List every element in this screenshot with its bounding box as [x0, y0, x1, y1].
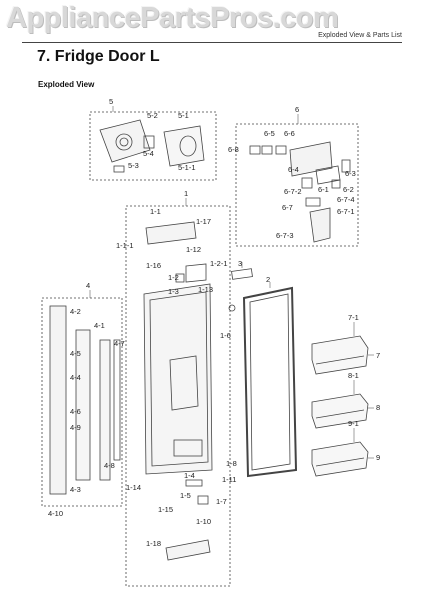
part-1-6: [228, 304, 236, 312]
header-text: Exploded View & Parts List: [318, 32, 402, 39]
label-1-1-1: 1-1-1: [116, 241, 134, 250]
label-6-1: 6-1: [318, 185, 329, 194]
label-4-8: 4-8: [104, 461, 115, 470]
label-4-5: 4-5: [70, 349, 81, 358]
watermark: AppliancePartsPros.com: [6, 2, 339, 34]
group-5-box: [89, 111, 217, 181]
part-5-module: [99, 119, 205, 173]
callout-labels: 5 5-2 5-1 5-4 5-1-1 5-3 6 6-5 6-6 6-8 6-…: [48, 97, 380, 548]
label-1-14: 1-14: [126, 483, 141, 492]
part-4-rails: [49, 305, 121, 495]
label-4-7: 4-7: [114, 339, 125, 348]
part-3: [231, 268, 253, 280]
label-1-4: 1-4: [184, 471, 195, 480]
label-1-6: 1-6: [220, 331, 231, 340]
bin-8: [311, 393, 369, 429]
bin-9: [311, 441, 369, 477]
label-1-5: 1-5: [180, 491, 191, 500]
label-6-7-2: 6-7-2: [284, 187, 302, 196]
label-6-7: 6-7: [282, 203, 293, 212]
label-6-2: 6-2: [343, 185, 354, 194]
label-4-1: 4-1: [94, 321, 105, 330]
label-1: 1: [184, 189, 188, 198]
label-1-18: 1-18: [146, 539, 161, 548]
label-5: 5: [109, 97, 113, 106]
label-6-7-1: 6-7-1: [337, 207, 355, 216]
bin-7: [311, 335, 369, 375]
label-1-2: 1-2: [168, 273, 179, 282]
label-1-10: 1-10: [196, 517, 211, 526]
label-1-16: 1-16: [146, 261, 161, 270]
label-7: 7: [376, 351, 380, 360]
label-4: 4: [86, 281, 90, 290]
label-9: 9: [376, 453, 380, 462]
label-1-12: 1-12: [186, 245, 201, 254]
part-1-door: [143, 221, 213, 561]
label-4-3: 4-3: [70, 485, 81, 494]
label-6-4: 6-4: [288, 165, 299, 174]
label-6: 6: [295, 105, 299, 114]
label-1-15: 1-15: [158, 505, 173, 514]
group-6-box: [235, 123, 359, 247]
group-1-box: [125, 205, 231, 587]
label-8-1: 8-1: [348, 371, 359, 380]
label-5-2: 5-2: [147, 111, 158, 120]
label-1-17: 1-17: [196, 217, 211, 226]
label-1-8: 1-8: [226, 459, 237, 468]
part-2-gasket: [242, 286, 298, 478]
part-6-module: [249, 141, 351, 243]
label-2: 2: [266, 275, 270, 284]
label-1-7: 1-7: [216, 497, 227, 506]
label-5-1: 5-1: [178, 111, 189, 120]
section-title: 7. Fridge Door L: [37, 48, 160, 65]
label-5-4: 5-4: [143, 149, 154, 158]
header-rule: [22, 42, 402, 43]
label-3: 3: [238, 259, 242, 268]
label-4-2: 4-2: [70, 307, 81, 316]
label-4-4: 4-4: [70, 373, 81, 382]
group-4-box: [41, 297, 123, 507]
label-6-5: 6-5: [264, 129, 275, 138]
label-4-9: 4-9: [70, 423, 81, 432]
label-6-7-3: 6-7-3: [276, 231, 294, 240]
label-6-6: 6-6: [284, 129, 295, 138]
label-9-1: 9-1: [348, 419, 359, 428]
label-1-11: 1-11: [222, 475, 236, 484]
label-8: 8: [376, 403, 380, 412]
exploded-view-label: Exploded View: [38, 80, 95, 89]
label-6-8: 6-8: [228, 145, 239, 154]
label-4-6: 4-6: [70, 407, 81, 416]
label-4-10: 4-10: [48, 509, 63, 518]
label-1-2-1: 1-2-1: [210, 259, 228, 268]
label-1-3: 1-3: [168, 287, 179, 296]
label-6-7-4: 6-7-4: [337, 195, 355, 204]
label-5-3: 5-3: [128, 161, 139, 170]
label-1-1: 1-1: [150, 207, 161, 216]
label-5-1-1: 5-1-1: [178, 163, 196, 172]
label-1-13: 1-13: [198, 285, 213, 294]
label-7-1: 7-1: [348, 313, 359, 322]
label-6-3: 6-3: [345, 169, 356, 178]
